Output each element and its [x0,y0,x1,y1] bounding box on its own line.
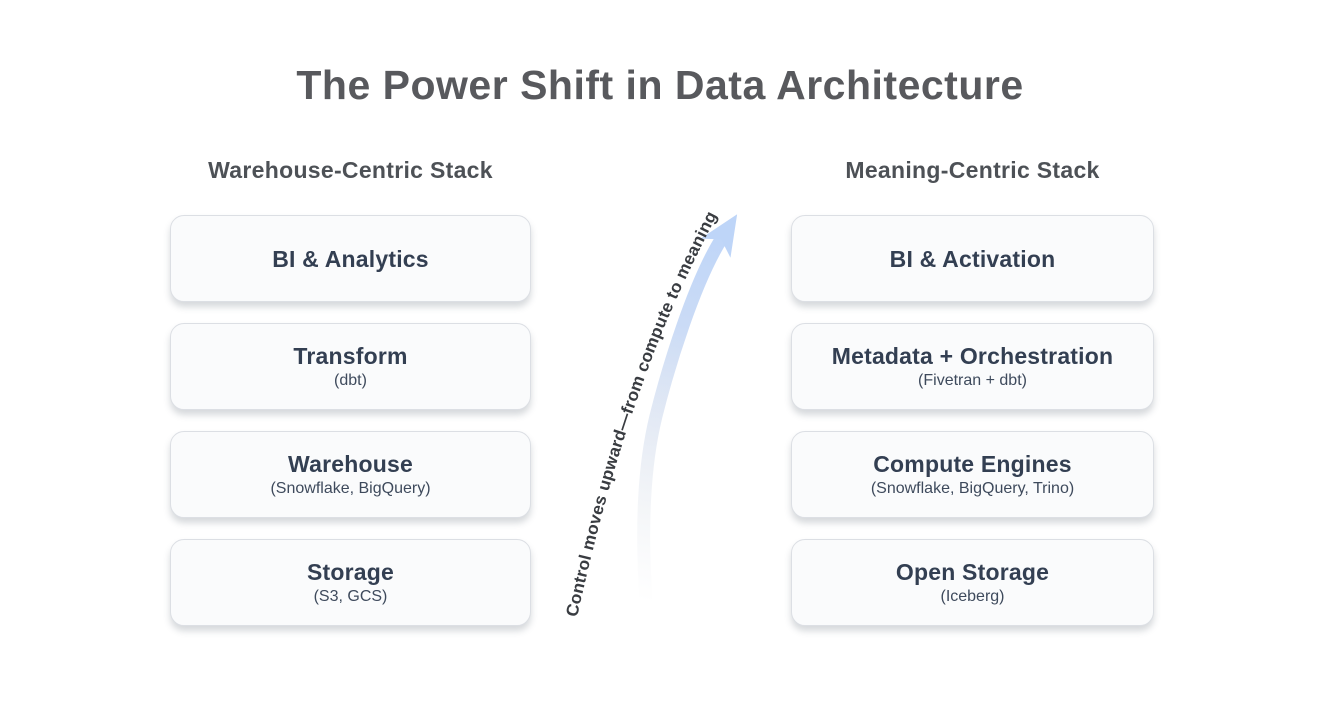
box-bi-analytics: BI & Analytics [170,215,531,302]
box-title: Storage [306,559,395,585]
box-title: Compute Engines [873,451,1072,477]
stack-header-meaning: Meaning-Centric Stack [845,157,1100,183]
box-transform: Transform (dbt) [170,323,531,410]
page-title: The Power Shift in Data Architecture [296,62,1024,108]
box-title: Metadata + Orchestration [831,343,1114,369]
box-subtitle: (Iceberg) [940,588,1005,605]
box-storage: Storage (S3, GCS) [170,539,531,626]
box-subtitle: (Snowflake, BigQuery) [270,480,431,497]
box-title: Open Storage [895,559,1050,585]
box-subtitle: (dbt) [334,372,367,389]
box-warehouse: Warehouse (Snowflake, BigQuery) [170,431,531,518]
warehouse-centric-stack: Warehouse-Centric Stack BI & Analytics T… [170,155,531,647]
box-title: Transform [293,343,408,369]
box-open-storage: Open Storage (Iceberg) [791,539,1154,626]
box-subtitle: (Snowflake, BigQuery, Trino) [870,480,1075,497]
box-subtitle: (Fivetran + dbt) [918,372,1027,389]
meaning-centric-stack: Meaning-Centric Stack BI & Activation Me… [791,155,1154,647]
arrow-curve [637,214,738,609]
box-metadata-orchestration: Metadata + Orchestration (Fivetran + dbt… [791,323,1154,410]
power-shift-arrow: Control moves upward—from compute to mea… [562,208,738,618]
box-title: BI & Analytics [272,245,429,272]
box-subtitle: (S3, GCS) [313,588,388,605]
box-title: BI & Activation [889,245,1056,272]
box-compute-engines: Compute Engines (Snowflake, BigQuery, Tr… [791,431,1154,518]
stack-header-warehouse: Warehouse-Centric Stack [208,157,493,183]
box-title: Warehouse [288,451,413,477]
box-bi-activation: BI & Activation [791,215,1154,302]
